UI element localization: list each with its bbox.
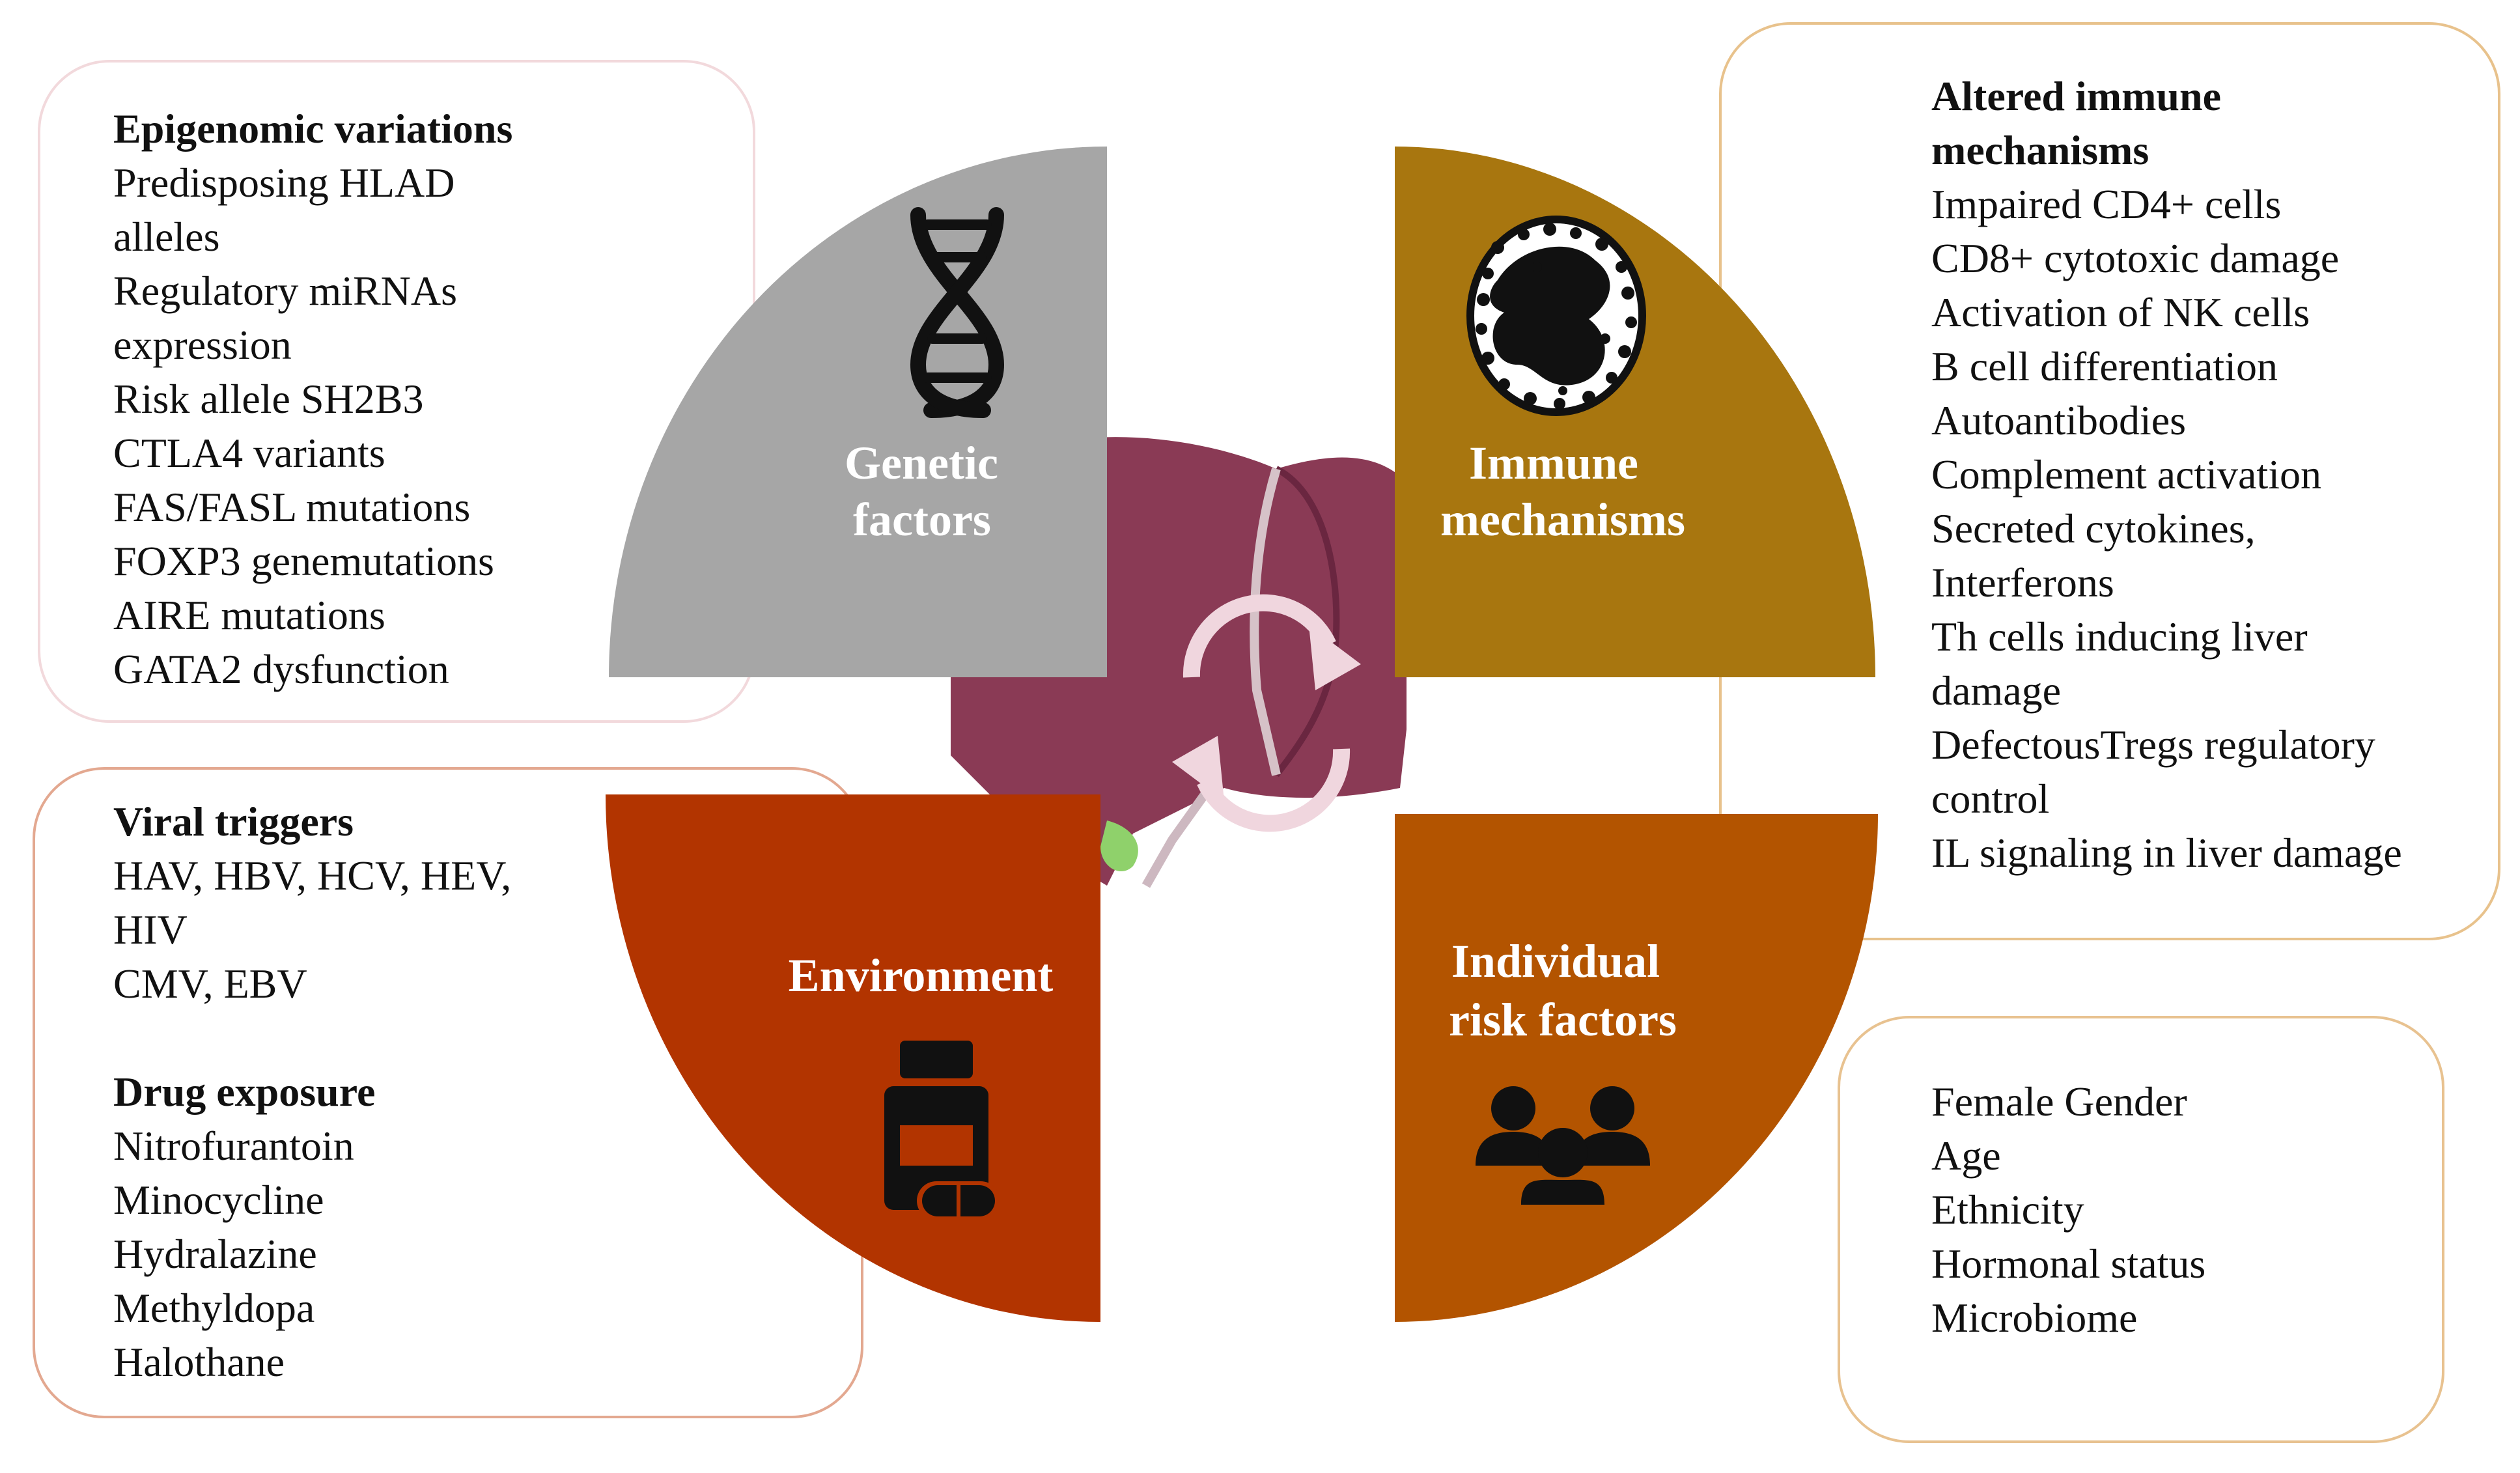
list-item: DefectousTregs regulatory <box>1931 722 2375 768</box>
list-item: Female Gender <box>1931 1078 2187 1125</box>
immune-heading: mechanisms <box>1931 127 2149 173</box>
list-item: CMV, EBV <box>113 961 307 1007</box>
list-item: Hormonal status <box>1931 1241 2206 1287</box>
people-group-icon <box>1476 1086 1650 1205</box>
list-item: GATA2 dysfunction <box>113 646 449 692</box>
list-item: Impaired CD4+ cells <box>1931 181 2282 227</box>
list-item: control <box>1931 776 2050 822</box>
immune-quadrant <box>1395 147 1875 677</box>
list-item: Nitrofurantoin <box>113 1123 354 1169</box>
spacer <box>113 1011 511 1065</box>
list-item: B cell differentiation <box>1931 343 2278 389</box>
list-item: AIRE mutations <box>113 592 385 638</box>
epigenomic-heading: Epigenomic variations <box>113 105 513 152</box>
list-item: Age <box>1931 1132 2001 1179</box>
individual-label: Individual risk factors <box>1449 935 1677 1046</box>
list-item: Risk allele SH2B3 <box>113 376 424 422</box>
immune-mechanisms-box <box>1719 22 2500 940</box>
genetic-quadrant <box>609 147 1107 677</box>
genetic-label: Genetic factors <box>845 437 1010 546</box>
list-item: Complement activation <box>1931 451 2321 498</box>
drug-heading: Drug exposure <box>113 1069 376 1115</box>
list-item: CD8+ cytotoxic damage <box>1931 235 2340 281</box>
list-item: Ethnicity <box>1931 1186 2084 1233</box>
viral-heading: Viral triggers <box>113 798 354 845</box>
immune-heading: Altered immune <box>1931 73 2221 119</box>
list-item: damage <box>1931 667 2061 714</box>
environment-label: Environment <box>789 949 1054 1002</box>
pill-bottle-icon <box>884 1041 1000 1220</box>
list-item: HIV <box>113 906 188 953</box>
list-item: Minocycline <box>113 1177 324 1223</box>
list-item: FAS/FASL mutations <box>113 484 471 530</box>
list-item: Th cells inducing liver <box>1931 613 2308 660</box>
environment-text: Viral triggers HAV, HBV, HCV, HEV, HIV C… <box>113 794 511 1389</box>
list-item: Interferons <box>1931 559 2114 606</box>
list-item: alleles <box>113 214 220 260</box>
list-item: IL signaling in liver damage <box>1931 830 2402 876</box>
risk-text: Female Gender Age Ethnicity Hormonal sta… <box>1931 1074 2205 1345</box>
list-item: Autoantibodies <box>1931 397 2187 443</box>
list-item: Microbiome <box>1931 1295 2138 1341</box>
list-item: Regulatory miRNAs <box>113 268 457 314</box>
epigenomic-text: Epigenomic variations Predisposing HLAD … <box>113 102 512 696</box>
dna-icon <box>910 207 1005 418</box>
list-item: Secreted cytokines, <box>1931 505 2256 552</box>
immune-label: Immune mechanisms <box>1440 437 1685 546</box>
list-item: Activation of NK cells <box>1931 289 2310 335</box>
list-item: Hydralazine <box>113 1231 317 1277</box>
list-item: FOXP3 genemutations <box>113 538 494 584</box>
immune-cell-icon <box>1466 216 1646 416</box>
list-item: HAV, HBV, HCV, HEV, <box>113 852 512 899</box>
list-item: Methyldopa <box>113 1285 315 1331</box>
risk-factors-box <box>1838 1016 2444 1443</box>
list-item: Halothane <box>113 1339 285 1385</box>
list-item: CTLA4 variants <box>113 430 385 476</box>
cycle-arrows-icon <box>1183 594 1351 832</box>
immune-text: Altered immune mechanisms Impaired CD4+ … <box>1931 69 2402 880</box>
list-item: Predisposing HLAD <box>113 160 455 206</box>
list-item: expression <box>113 322 292 368</box>
environment-quadrant <box>606 794 1100 1322</box>
individual-quadrant <box>1395 814 1878 1322</box>
